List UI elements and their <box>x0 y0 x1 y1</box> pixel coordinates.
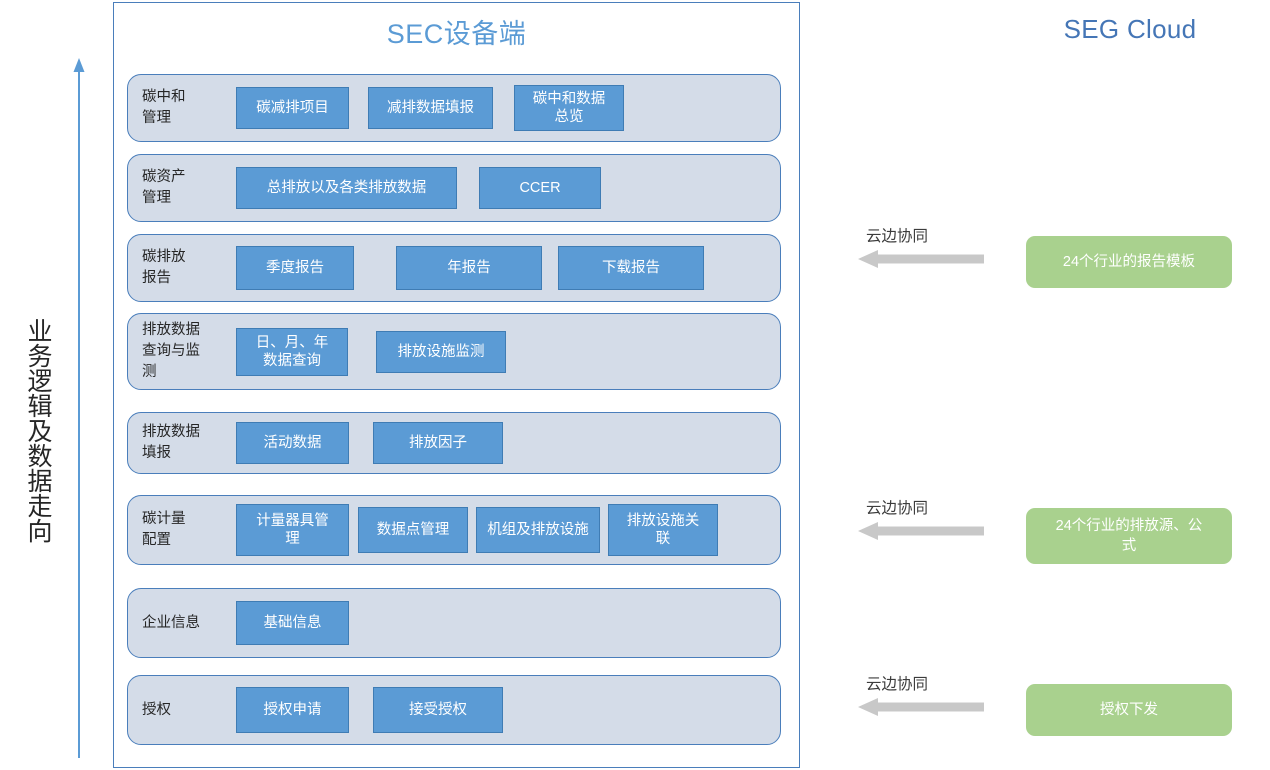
sec-panel-title: SEC设备端 <box>386 19 527 49</box>
cloud-edge-sync-group: 云边协同 <box>858 224 988 280</box>
cloud-service-card[interactable]: 24个行业的排放源、公 式 <box>1026 508 1232 564</box>
module-row-items: 碳减排项目减排数据填报碳中和数据 总览 <box>236 75 780 141</box>
module-chip[interactable]: 年报告 <box>396 246 542 290</box>
module-row-label: 排放数据 查询与监 测 <box>142 322 200 380</box>
module-row-label: 碳排放 报告 <box>142 249 186 286</box>
cloud-edge-sync-group: 云边协同 <box>858 496 988 552</box>
module-row-items: 活动数据排放因子 <box>236 413 780 473</box>
module-chip[interactable]: 计量器具管 理 <box>236 504 349 556</box>
cloud-edge-sync-label: 云边协同 <box>866 228 929 245</box>
module-chip[interactable]: 减排数据填报 <box>368 87 493 129</box>
module-row: 碳计量 配置 计量器具管 理数据点管理机组及排放设施排放设施关 联 <box>127 495 781 565</box>
module-row-label: 碳资产 管理 <box>142 169 186 206</box>
module-row-items: 总排放以及各类排放数据 CCER <box>236 155 780 221</box>
module-chip[interactable]: 碳减排项目 <box>236 87 349 129</box>
module-chip[interactable]: 基础信息 <box>236 601 349 645</box>
module-row-items: 计量器具管 理数据点管理机组及排放设施排放设施关 联 <box>236 496 780 564</box>
left-arrow-icon <box>858 522 984 540</box>
left-arrow-icon <box>858 250 984 268</box>
left-arrow-icon <box>858 698 984 716</box>
module-row-label: 碳中和 管理 <box>142 89 186 126</box>
module-row-label: 排放数据 填报 <box>142 424 200 461</box>
module-row-items: 日、月、年 数据查询排放设施监测 <box>236 314 780 389</box>
module-chip[interactable]: 排放设施关 联 <box>608 504 718 556</box>
module-row-items: 季度报告年报告下载报告 <box>236 235 780 301</box>
module-row: 碳资产 管理 总排放以及各类排放数据 CCER <box>127 154 781 222</box>
module-chip[interactable]: 下载报告 <box>558 246 704 290</box>
cloud-edge-sync-label: 云边协同 <box>866 500 929 517</box>
module-chip[interactable]: 日、月、年 数据查询 <box>236 327 348 376</box>
module-row-label: 企业信息 <box>142 614 200 631</box>
module-row: 排放数据 填报活动数据排放因子 <box>127 412 781 474</box>
module-row: 碳中和 管理 碳减排项目减排数据填报碳中和数据 总览 <box>127 74 781 142</box>
module-row-items: 授权申请接受授权 <box>236 676 780 744</box>
module-row-label: 授权 <box>142 701 171 718</box>
module-chip[interactable]: 机组及排放设施 <box>476 507 600 553</box>
cloud-edge-sync-group: 云边协同 <box>858 672 988 728</box>
cloud-edge-sync-label: 云边协同 <box>866 676 929 693</box>
module-row-label: 碳计量 配置 <box>142 511 186 548</box>
cloud-service-card[interactable]: 24个行业的报告模板 <box>1026 236 1232 288</box>
business-flow-arrow-icon <box>73 58 85 758</box>
module-chip[interactable]: 碳中和数据 总览 <box>514 85 624 131</box>
module-row: 碳排放 报告 季度报告年报告下载报告 <box>127 234 781 302</box>
module-chip[interactable]: 活动数据 <box>236 422 349 464</box>
module-chip[interactable]: 总排放以及各类排放数据 <box>236 167 457 209</box>
cloud-service-card[interactable]: 授权下发 <box>1026 684 1232 736</box>
module-chip[interactable]: 排放设施监测 <box>376 330 506 373</box>
module-row: 授权 授权申请接受授权 <box>127 675 781 745</box>
module-row: 企业信息 基础信息 <box>127 588 781 658</box>
module-chip[interactable]: CCER <box>479 167 601 209</box>
seg-cloud-title: SEG Cloud <box>1063 14 1197 44</box>
business-flow-label: 业务逻辑及数据走向 <box>24 318 52 543</box>
module-chip[interactable]: 授权申请 <box>236 687 349 733</box>
module-chip[interactable]: 数据点管理 <box>358 507 468 553</box>
module-chip[interactable]: 排放因子 <box>373 422 503 464</box>
module-chip[interactable]: 接受授权 <box>373 687 503 733</box>
module-row: 排放数据 查询与监 测日、月、年 数据查询排放设施监测 <box>127 313 781 390</box>
module-row-items: 基础信息 <box>236 589 780 657</box>
module-chip[interactable]: 季度报告 <box>236 246 354 290</box>
